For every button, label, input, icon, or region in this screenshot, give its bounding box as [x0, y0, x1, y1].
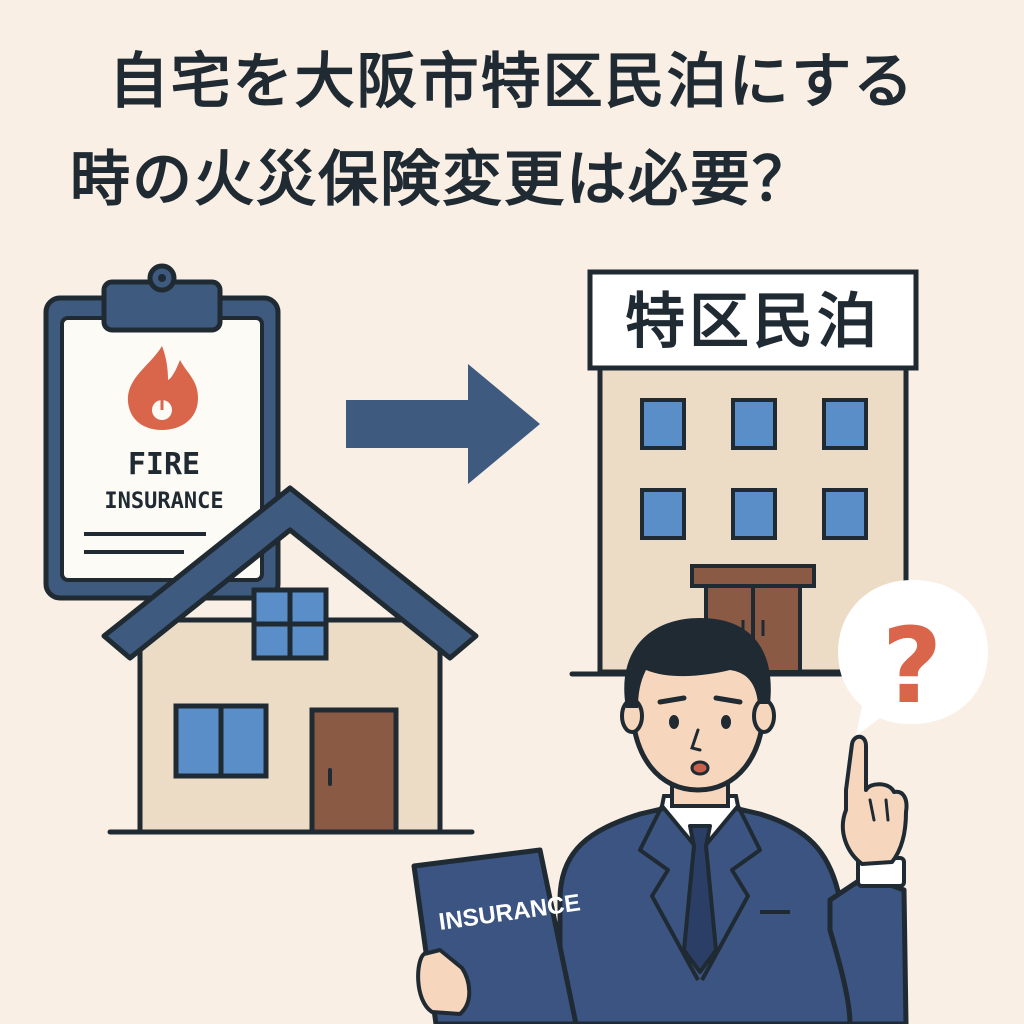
left-eye: [669, 715, 679, 729]
building-window: [640, 398, 686, 450]
fire-insurance-clipboard: FIRE INSURANCE: [43, 263, 281, 601]
necktie: [682, 824, 718, 974]
businessman: INSURANCE: [411, 618, 909, 1024]
building-window: [640, 488, 686, 540]
building-window: [822, 398, 868, 450]
building-window: [822, 488, 868, 540]
clipboard-subtitle: INSURANCE: [104, 489, 223, 514]
right-eyebrow: [713, 695, 743, 705]
building-window: [731, 488, 777, 540]
hair: [624, 618, 771, 708]
question-speech-bubble: ?: [838, 580, 988, 736]
house-door: [309, 707, 399, 835]
pointing-hand-icon: [840, 734, 909, 866]
clipboard-title: FIRE: [128, 447, 200, 482]
house: [101, 485, 479, 835]
question-mark-icon: ?: [882, 605, 942, 727]
building-window: [731, 398, 777, 450]
right-arrow-icon: [346, 364, 540, 484]
nose: [690, 728, 702, 752]
left-lapel: [638, 805, 700, 981]
building-sign-board: [587, 269, 919, 371]
speech-bubble: [838, 580, 988, 736]
right-eye: [721, 715, 731, 729]
holding-hand: [416, 948, 472, 1016]
mouth: [690, 760, 710, 776]
raised-arm-sleeve: [827, 873, 909, 1024]
right-lapel: [700, 805, 762, 981]
title-line-1: 自宅を大阪市特区民泊にする: [108, 47, 916, 117]
flame-icon: [127, 346, 198, 430]
title-line-2: 時の火災保険変更は必要？: [70, 145, 814, 215]
right-ear: [752, 698, 776, 734]
building-entrance-canopy: [690, 564, 816, 588]
building-sign: 特区民泊: [625, 287, 881, 357]
house-roof: [101, 485, 479, 661]
left-eyebrow: [657, 695, 687, 705]
house-lower-window: [173, 703, 269, 779]
house-upper-window: [251, 587, 329, 661]
